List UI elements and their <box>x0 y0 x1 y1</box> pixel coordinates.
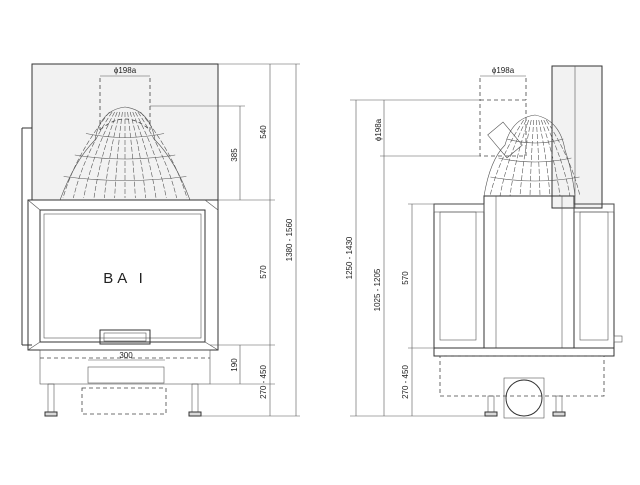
side-dim-overall: 1250 - 1430 <box>345 236 354 279</box>
front-width-dim: 300 <box>119 351 133 360</box>
side-flue-top-diameter: ϕ198a <box>492 66 515 75</box>
front-dimensions <box>150 63 300 417</box>
side-view: ϕ198a ϕ198a <box>345 65 623 419</box>
front-leg-left <box>47 383 55 415</box>
side-dim-570: 570 <box>401 271 410 285</box>
side-main-body <box>483 195 575 349</box>
model-label: BA I <box>103 270 147 287</box>
side-dome <box>483 114 576 197</box>
front-air-box <box>81 387 167 415</box>
side-dimensions <box>350 99 485 417</box>
side-control-knob <box>613 335 623 343</box>
front-glass <box>43 213 202 339</box>
front-dim-190: 190 <box>230 358 239 372</box>
door-handle <box>99 329 151 345</box>
front-ash-drawer <box>87 366 165 384</box>
front-dim-540: 540 <box>259 125 268 139</box>
side-flue-side-diameter: ϕ198a <box>374 118 383 141</box>
front-view: ϕ198a BA I 300 <box>21 63 300 417</box>
front-dim-570: 570 <box>259 265 268 279</box>
side-dim-mid: 1025 - 1205 <box>373 268 382 311</box>
front-door <box>39 209 206 343</box>
side-panel-left <box>433 203 485 349</box>
front-dim-385: 385 <box>230 148 239 162</box>
front-flue-diameter: ϕ198a <box>114 66 137 75</box>
side-dim-270-450: 270 - 450 <box>401 365 410 399</box>
front-dim-overall: 1380 - 1560 <box>285 218 294 261</box>
side-air-inlet <box>505 379 543 417</box>
side-back-column <box>551 65 603 209</box>
front-base <box>39 349 211 385</box>
side-base-box <box>439 355 605 397</box>
front-leg-right <box>191 383 199 415</box>
front-dome <box>59 106 191 201</box>
front-dim-270-450: 270 - 450 <box>259 365 268 399</box>
